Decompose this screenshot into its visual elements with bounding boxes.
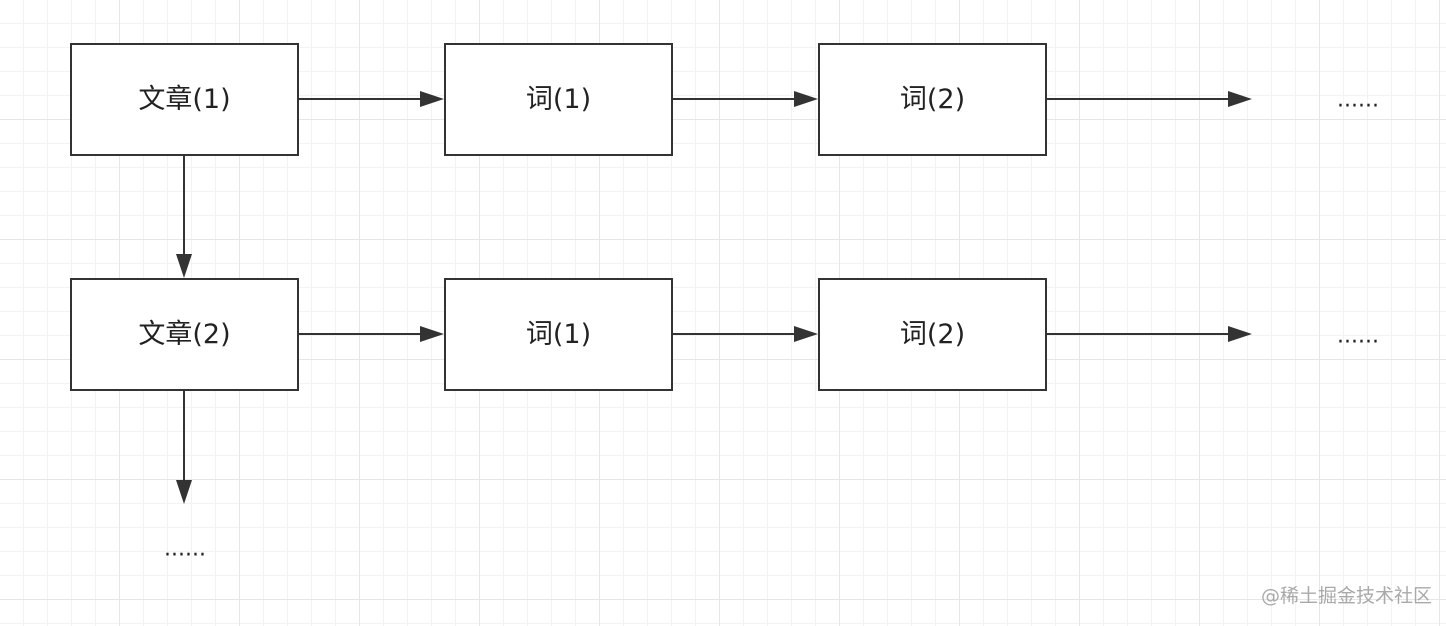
edge-article2-to-more	[176, 391, 192, 504]
edge-word2-to-more-row2	[1047, 326, 1252, 342]
node-word-2-row-1[interactable]: 词(2)	[818, 43, 1047, 156]
node-article-1[interactable]: 文章(1)	[70, 43, 299, 156]
node-word-1-row-2[interactable]: 词(1)	[444, 278, 673, 391]
edge-word2-to-more-row1	[1047, 91, 1252, 107]
edge-word1-to-word2-row1	[673, 91, 818, 107]
edge-article1-to-word1	[299, 91, 444, 107]
node-word-2-row-1-label: 词(2)	[900, 84, 965, 115]
node-word-1-row-2-label: 词(1)	[526, 319, 591, 350]
node-word-2-row-2-label: 词(2)	[900, 319, 965, 350]
node-word-1-row-1-label: 词(1)	[526, 84, 591, 115]
edge-article1-to-article2	[176, 156, 192, 278]
node-article-1-label: 文章(1)	[138, 84, 230, 115]
node-word-1-row-1[interactable]: 词(1)	[444, 43, 673, 156]
edge-article2-to-word1	[299, 326, 444, 342]
edge-word1-to-word2-row2	[673, 326, 818, 342]
node-article-2-label: 文章(2)	[138, 319, 230, 350]
ellipsis-row-1: ......	[1337, 88, 1379, 113]
node-article-2[interactable]: 文章(2)	[70, 278, 299, 391]
watermark: @稀土掘金技术社区	[1260, 585, 1432, 607]
ellipsis-articles: ......	[164, 537, 206, 562]
node-word-2-row-2[interactable]: 词(2)	[818, 278, 1047, 391]
ellipsis-row-2: ......	[1337, 324, 1379, 349]
